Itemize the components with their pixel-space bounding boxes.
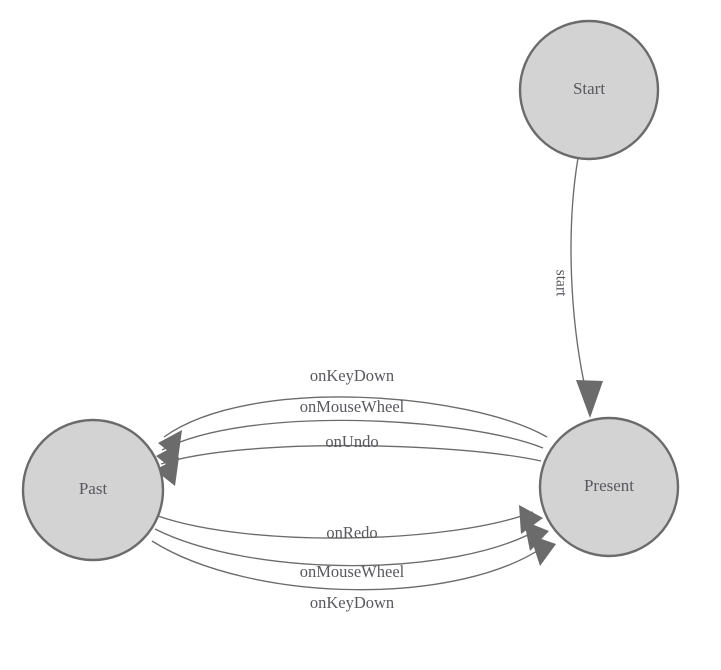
node-past-label: Past	[79, 479, 108, 498]
edge-present-to-past-onundo-arrowhead	[155, 457, 179, 486]
node-present-circle	[538, 416, 680, 558]
edge-past-to-present-onredo-path	[157, 511, 534, 539]
edge-label-present-past-onmousewheel: onMouseWheel	[300, 397, 405, 416]
edge-present-to-past-onundo-path	[160, 444, 542, 465]
edge-past-to-present-onmousewheel-arrowhead	[524, 521, 549, 551]
node-start-label: Start	[573, 79, 605, 98]
edge-past-to-present-onredo-arrowhead	[519, 505, 543, 534]
edge-past-to-present-onkeydown[interactable]	[151, 535, 556, 591]
edge-label-past-present-onmousewheel: onMouseWheel	[300, 562, 405, 581]
edge-start-to-present-arrowhead	[576, 380, 603, 418]
node-present-label: Present	[584, 476, 634, 495]
node-past-circle	[21, 418, 165, 562]
edge-present-to-past-onkeydown-path	[163, 396, 548, 438]
edge-present-to-past-onundo[interactable]	[155, 444, 542, 486]
node-start-circle	[518, 19, 660, 161]
node-start[interactable]: Start	[518, 19, 660, 161]
edge-start-to-present-path	[570, 157, 587, 393]
edge-label-start: start	[552, 270, 569, 297]
node-present[interactable]: Present	[538, 416, 680, 558]
edge-label-past-present-onkeydown: onKeyDown	[310, 593, 394, 612]
edge-start-to-present[interactable]	[570, 157, 603, 418]
edge-past-to-present-onmousewheel[interactable]	[154, 521, 549, 567]
edge-past-to-present-onmousewheel-path	[154, 527, 542, 567]
edge-past-to-present-onredo[interactable]	[157, 505, 543, 539]
edge-past-to-present-onkeydown-arrowhead	[530, 535, 556, 566]
node-past[interactable]: Past	[21, 418, 165, 562]
edge-past-to-present-onkeydown-path	[151, 540, 550, 591]
edge-label-present-past-onundo: onUndo	[325, 432, 378, 451]
edge-label-present-past-onkeydown: onKeyDown	[310, 366, 394, 385]
edge-label-past-present-onredo: onRedo	[326, 523, 377, 542]
edge-present-to-past-onmousewheel-path	[161, 419, 544, 451]
